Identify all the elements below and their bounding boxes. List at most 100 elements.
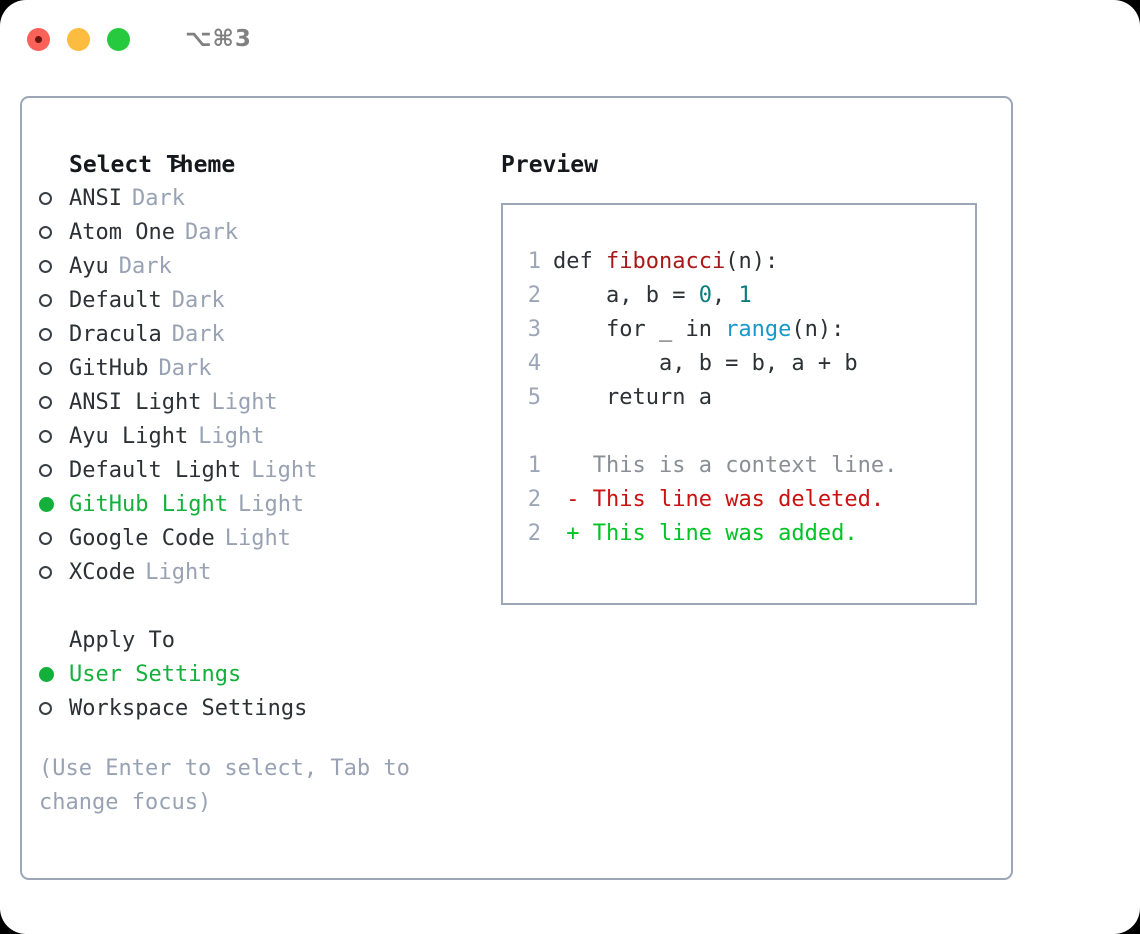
diff-text: This is a context line. <box>579 453 898 478</box>
radio-unselected-icon <box>39 191 52 205</box>
radio-unselected-icon <box>39 395 52 409</box>
theme-option-marker <box>39 522 69 556</box>
theme-option-label: Ayu <box>69 254 109 279</box>
radio-unselected-icon <box>39 463 52 477</box>
code-token-plain: (n): <box>725 249 779 274</box>
diff-sign <box>553 449 580 483</box>
window-controls <box>27 27 130 51</box>
theme-option-github[interactable]: GitHub Dark <box>39 352 489 386</box>
code-token-plain: def <box>553 249 606 274</box>
code-token-plain: a, b = b, a + b <box>553 351 858 376</box>
theme-option-google-code[interactable]: Google Code Light <box>39 522 489 556</box>
theme-option-label: Default Light <box>69 458 242 483</box>
theme-option-label: Atom One <box>69 220 175 245</box>
diff-text: This line was deleted. <box>579 487 885 512</box>
radio-unselected-icon <box>39 429 52 443</box>
theme-option-default[interactable]: Default Dark <box>39 284 489 318</box>
radio-unselected-icon <box>39 293 52 307</box>
theme-option-label: GitHub <box>69 356 149 381</box>
select-theme-header: > Select Theme <box>39 148 489 182</box>
code-line-number: 5 <box>527 385 541 410</box>
code-line-number: 3 <box>527 317 541 342</box>
theme-option-ansi[interactable]: ANSI Dark <box>39 182 489 216</box>
radio-unselected-icon <box>39 259 52 273</box>
apply-to-option-label: Workspace Settings <box>69 696 308 721</box>
theme-option-marker <box>39 318 69 352</box>
diff-line-added: 2 + This line was added. <box>503 517 975 551</box>
theme-option-marker <box>39 250 69 284</box>
select-theme-title: Select Theme <box>69 152 236 178</box>
apply-to-option-workspace-settings[interactable]: Workspace Settings <box>39 692 489 726</box>
theme-option-label: Dracula <box>69 322 162 347</box>
code-token-plain: , <box>711 283 739 308</box>
theme-option-variant: Dark <box>158 356 212 381</box>
code-token-call: range <box>725 317 792 342</box>
keyboard-shortcut-label: ⌥⌘3 <box>185 26 252 52</box>
theme-option-marker <box>39 386 69 420</box>
code-line-number: 4 <box>527 351 541 376</box>
radio-selected-icon <box>39 496 54 512</box>
theme-option-marker <box>39 420 69 454</box>
theme-option-variant: Light <box>251 458 318 483</box>
apply-to-option-marker <box>39 692 69 726</box>
theme-option-marker <box>39 284 69 318</box>
theme-option-label: Google Code <box>69 526 215 551</box>
theme-option-variant: Dark <box>131 186 185 211</box>
radio-unselected-icon <box>39 701 52 715</box>
diff-line-context: 1 This is a context line. <box>503 449 975 483</box>
theme-option-label: Ayu Light <box>69 424 189 449</box>
theme-option-marker <box>39 352 69 386</box>
diff-line-number: 2 <box>527 521 541 546</box>
minimize-button[interactable] <box>67 27 90 51</box>
radio-unselected-icon <box>39 327 52 341</box>
code-token-plain: a, b = <box>553 283 699 308</box>
code-line: 4 a, b = b, a + b <box>503 347 975 381</box>
code-token-fn: fibonacci <box>605 249 726 274</box>
code-token-plain: (n): <box>791 317 845 342</box>
theme-option-variant: Dark <box>171 288 225 313</box>
apply-to-option-marker <box>39 658 69 692</box>
apply-to-option-user-settings[interactable]: User Settings <box>39 658 489 692</box>
theme-option-default-light[interactable]: Default Light Light <box>39 454 489 488</box>
theme-option-label: Default <box>69 288 162 313</box>
theme-option-variant: Dark <box>118 254 172 279</box>
theme-option-label: XCode <box>69 560 136 585</box>
radio-unselected-icon <box>39 361 52 375</box>
diff-line-number: 2 <box>527 487 541 512</box>
diff-sample: 1 This is a context line. 2 - This line w… <box>503 449 975 551</box>
close-button[interactable] <box>27 27 50 51</box>
theme-option-ayu[interactable]: Ayu Dark <box>39 250 489 284</box>
theme-option-variant: Light <box>211 390 278 415</box>
prompt-caret-icon: > <box>171 152 185 177</box>
code-line: 2 a, b = 0, 1 <box>503 279 975 313</box>
radio-unselected-icon <box>39 225 52 239</box>
theme-option-variant: Light <box>224 526 291 551</box>
diff-sign: - <box>553 487 580 512</box>
apply-to-header: Apply To <box>39 624 489 658</box>
radio-selected-icon <box>39 666 54 682</box>
apply-to-title: Apply To <box>69 628 175 653</box>
theme-option-marker <box>39 556 69 590</box>
maximize-button[interactable] <box>107 27 130 51</box>
list-spacer <box>39 590 489 624</box>
diff-text: This line was added. <box>579 521 858 546</box>
theme-option-marker <box>39 454 69 488</box>
theme-option-label: ANSI <box>69 186 122 211</box>
code-line: 5 return a <box>503 381 975 415</box>
diff-line-number: 1 <box>527 453 541 478</box>
keyboard-hint-text: (Use Enter to select, Tab to change focu… <box>39 756 424 815</box>
code-token-plain: for _ in <box>553 317 726 342</box>
